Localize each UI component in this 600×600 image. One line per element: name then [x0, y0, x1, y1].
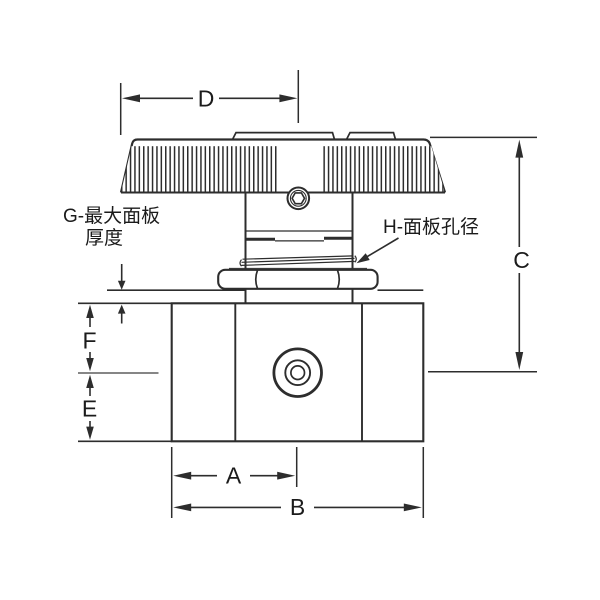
- dim-label-f: F: [82, 328, 96, 354]
- note-g-line1: G-最大面板: [63, 205, 160, 227]
- dim-label-b: B: [290, 494, 305, 520]
- knurled-knob: [119, 131, 447, 194]
- dim-label-d: D: [198, 86, 215, 112]
- knurling: [121, 146, 444, 192]
- note-g-panel-thickness: G-最大面板 厚度: [63, 205, 160, 324]
- panel-nut: [217, 267, 379, 304]
- stem-screw: [286, 186, 311, 211]
- valve-body: [78, 302, 425, 443]
- dimension-c: C: [428, 136, 537, 373]
- note-g-line2: 厚度: [85, 227, 123, 249]
- dimension-d: D: [119, 70, 300, 135]
- note-h-panel-hole: H-面板孔径: [356, 216, 479, 264]
- mounting-threads: [239, 255, 357, 267]
- dimension-f: F: [82, 304, 97, 372]
- hex-socket-icon: [291, 192, 306, 205]
- note-h-label: H-面板孔径: [383, 216, 479, 238]
- dimension-b: B: [173, 447, 425, 520]
- dim-label-c: C: [513, 247, 530, 273]
- dim-label-e: E: [82, 396, 97, 422]
- dim-label-a: A: [226, 463, 242, 489]
- port-circles: [272, 347, 323, 398]
- dimension-e: E: [82, 374, 97, 440]
- valve-stem: [244, 192, 354, 270]
- dimension-a: A: [170, 447, 298, 518]
